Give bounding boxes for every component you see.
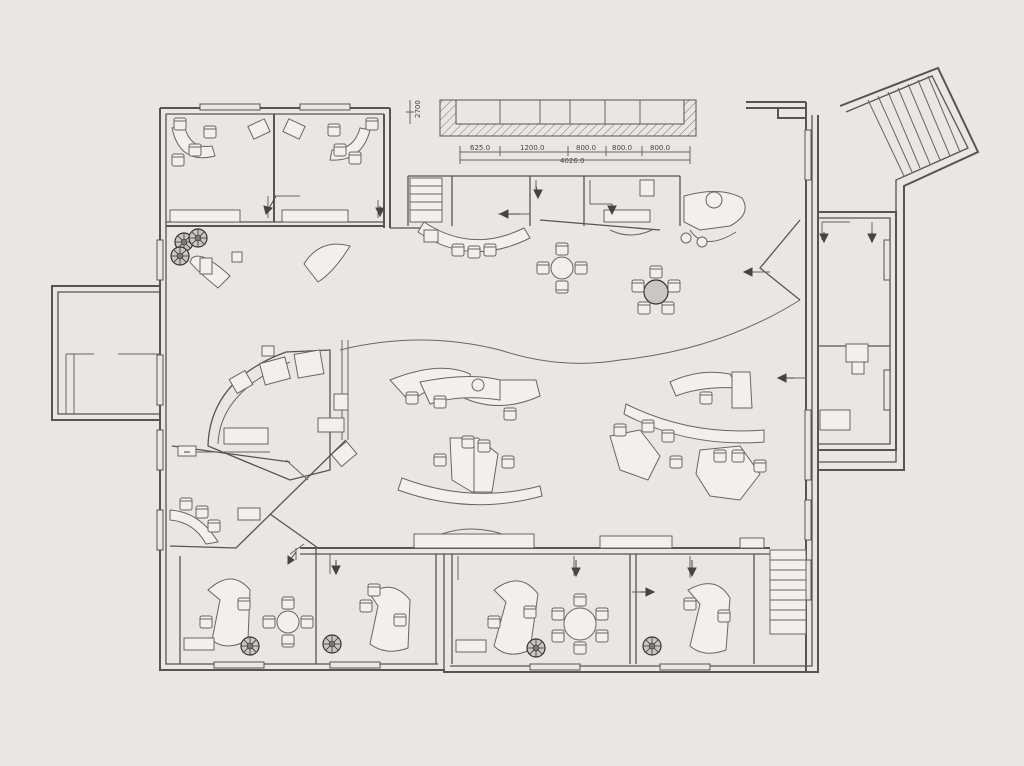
- top-middle-rooms: [390, 175, 746, 259]
- left-curved-offices: [169, 345, 358, 555]
- dimension-segment: 800.0: [650, 144, 670, 152]
- dimension-segment: 625.0: [470, 144, 490, 152]
- dimension-segment: 1200.0: [520, 144, 545, 152]
- left-annex: [51, 285, 160, 421]
- dimension-total: 4026.0: [560, 157, 585, 165]
- right-rooms: [746, 211, 897, 451]
- bottom-stairs: [769, 549, 807, 635]
- right-workstations: [609, 371, 767, 501]
- open-area: [189, 243, 801, 440]
- dimension-segment: 800.0: [612, 144, 632, 152]
- staircase: [818, 66, 980, 471]
- dimension-vertical: 2700: [414, 100, 422, 118]
- workstations: [389, 367, 543, 506]
- outer-walls: [156, 101, 819, 673]
- top-left-offices: [166, 114, 384, 227]
- top-structure: 2700 625.0 1200.0 800.0 800.0 800.0 4026…: [406, 99, 697, 165]
- bottom-offices: [179, 528, 770, 672]
- door-indicators: [184, 185, 877, 597]
- dimension-segment: 800.0: [576, 144, 596, 152]
